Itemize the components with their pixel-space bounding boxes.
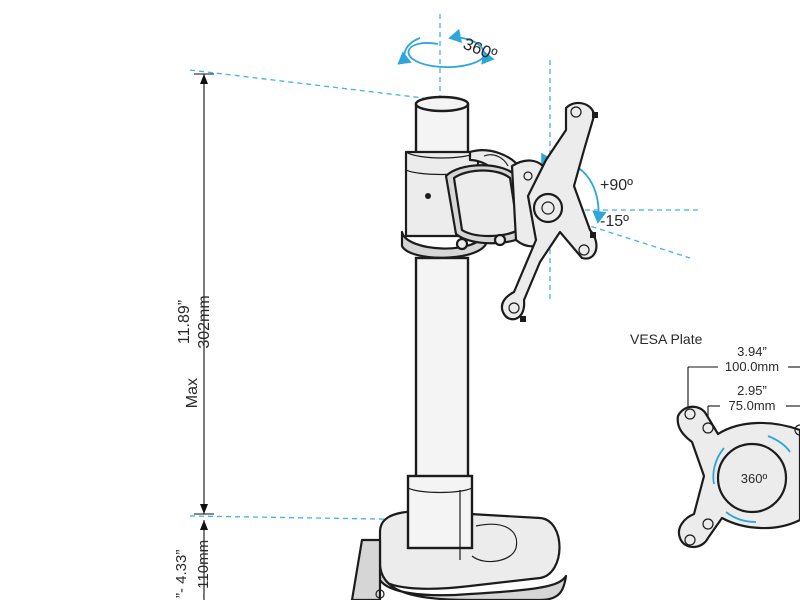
height-prefix: Max — [184, 378, 201, 408]
lower-height-inches: ”- 4.33” — [173, 550, 190, 598]
tilt-head — [444, 159, 550, 248]
vesa-title: VESA Plate — [630, 331, 703, 347]
vesa-outer-inches: 3.94” — [737, 344, 767, 359]
vesa-inner-inches: 2.95” — [737, 383, 767, 398]
height-inches: 11.89” — [176, 300, 193, 344]
vesa-inner-mm: 75.0mm — [729, 398, 776, 413]
tilt-up-label: +90º — [600, 177, 633, 194]
height-mm: 302mm — [196, 295, 213, 348]
swivel-arrow — [397, 28, 495, 68]
vesa-outer-mm: 100.0mm — [725, 359, 779, 374]
vesa-plate — [676, 405, 800, 549]
tilt-down-label: -15º — [600, 213, 629, 230]
lower-height-mm: - 110mm — [195, 540, 212, 598]
vesa-dimensions: 3.94” 100.0mm 2.95” 75.0mm — [687, 344, 800, 424]
vesa-rotation-label: 360º — [741, 471, 768, 486]
vesa-bracket — [500, 101, 598, 322]
height-dimension — [194, 73, 214, 600]
